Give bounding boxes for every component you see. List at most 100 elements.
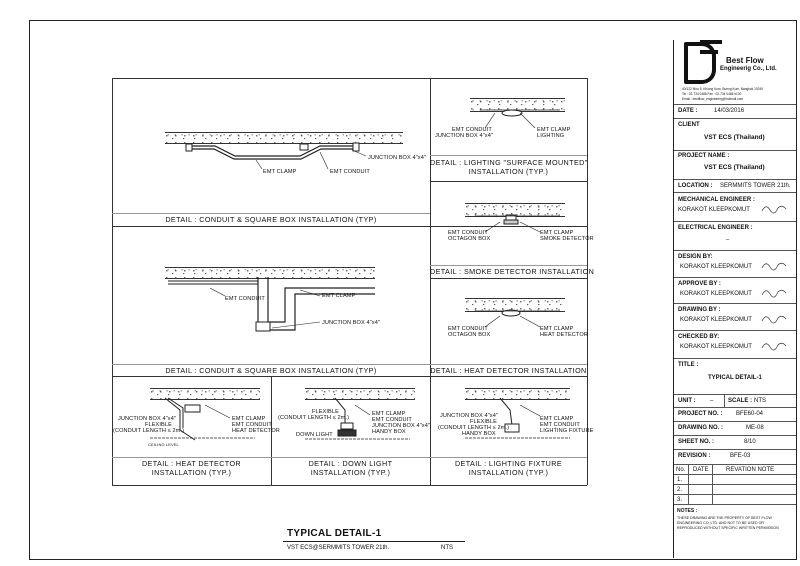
electrical-engineer-label: ELECTRICAL ENGINEER : bbox=[678, 225, 753, 231]
sheet-no-value: 8/10 bbox=[744, 439, 756, 445]
company-tel: Tel : 02-734 0486 Fax : 02-734 0486 #100 bbox=[682, 92, 742, 96]
tb-divider bbox=[674, 358, 796, 359]
signature-icon bbox=[761, 315, 787, 324]
approve-by-value: KORAKOT KLEEPKOMUT bbox=[680, 291, 752, 297]
company-name-line2: Engineerig Co., Ltd. bbox=[720, 66, 777, 72]
rev-table-row: 1. bbox=[677, 477, 683, 483]
caption-detail-8-line1: DETAIL : LIGHTING FIXTURE bbox=[454, 459, 563, 468]
label-flexible: FLEXIBLE bbox=[470, 419, 497, 425]
mechanical-engineer-value: KORAKOT KLEEPKOMUT bbox=[678, 207, 750, 213]
signature-icon bbox=[761, 205, 787, 214]
signature-icon bbox=[761, 342, 787, 351]
revision-value: BFE-03 bbox=[730, 453, 751, 459]
caption-detail-4: DETAIL : SMOKE DETECTOR INSTALLATION bbox=[430, 267, 595, 276]
caption-detail-2: DETAIL : CONDUIT & SQUARE BOX INSTALLATI… bbox=[165, 366, 377, 375]
frame-line bbox=[112, 78, 587, 79]
frame-line bbox=[112, 78, 113, 485]
electrical-engineer-value: – bbox=[726, 237, 730, 243]
rev-table-header-no: No. bbox=[676, 467, 686, 473]
caption-rule bbox=[430, 155, 587, 156]
design-by-label: DESIGN BY: bbox=[678, 254, 713, 260]
frame-line bbox=[271, 376, 272, 485]
caption-detail-3-line1: DETAIL : LIGHTING "SURFACE MOUNTED" bbox=[430, 158, 588, 167]
title-value: TYPICAL DETAIL-1 bbox=[708, 375, 762, 381]
rev-table-row: 2. bbox=[677, 487, 683, 493]
caption-rule bbox=[430, 265, 587, 266]
footer-subtitle: VST ECS@SERMMITS TOWER 21th. bbox=[287, 545, 390, 551]
project-value: VST ECS (Thailand) bbox=[704, 164, 765, 171]
design-by-value: KORAKOT KLEEPKOMUT bbox=[680, 264, 752, 270]
label-junction-box: JUNCTION BOX 4"x4" bbox=[118, 416, 176, 422]
label-flexible-length: (CONDUIT LENGTH ≤ 2m.) bbox=[113, 428, 185, 434]
frame-line bbox=[112, 226, 587, 227]
frame-line bbox=[112, 485, 587, 486]
label-emt-conduit: EMT CONDUIT bbox=[232, 422, 272, 428]
label-emt-clamp: EMT CLAMP bbox=[232, 416, 266, 422]
label-junction-box: JUNCTION BOX 4"x4" bbox=[368, 155, 426, 161]
tb-divider bbox=[674, 474, 796, 475]
label-emt-clamp: EMT CLAMP bbox=[372, 411, 406, 417]
checked-by-value: KORAKOT KLEEPKOMUT bbox=[680, 344, 752, 350]
tb-divider bbox=[674, 192, 796, 193]
project-no-label: PROJECT NO. : bbox=[678, 411, 723, 417]
caption-rule bbox=[112, 213, 430, 214]
title-block: Best Flow Engineerig Co., Ltd. 40/122 Mo… bbox=[673, 40, 796, 558]
caption-detail-6-line2: INSTALLATION (TYP.) bbox=[151, 468, 232, 477]
label-smoke-detector: SMOKE DETECTOR bbox=[540, 236, 594, 242]
tb-divider bbox=[674, 330, 796, 331]
frame-line bbox=[430, 278, 587, 279]
label-emt-clamp: EMT CLAMP bbox=[263, 169, 297, 175]
caption-rule bbox=[112, 457, 587, 458]
footer-title: TYPICAL DETAIL-1 bbox=[287, 528, 382, 539]
client-label: CLIENT bbox=[678, 122, 700, 128]
label-octagon-box: OCTAGON BOX bbox=[448, 332, 491, 338]
label-lighting-fixture: LIGHTING FIXTURE bbox=[540, 428, 594, 434]
label-octagon-box: OCTAGON BOX bbox=[448, 236, 491, 242]
label-emt-conduit: EMT CONDUIT bbox=[448, 230, 488, 236]
location-value: SERMMITS TOWER 21th. bbox=[720, 183, 791, 189]
label-flexible: FLEXIBLE bbox=[312, 409, 339, 415]
project-no-value: BFE60-04 bbox=[736, 411, 764, 417]
label-flexible-length: (CONDUIT LENGTH ≤ 2m.) bbox=[438, 425, 510, 431]
drawing-sheet-border bbox=[29, 20, 797, 560]
tb-divider bbox=[674, 179, 796, 180]
date-value: 14/03/2016 bbox=[714, 108, 745, 114]
rev-table-col bbox=[712, 464, 713, 504]
sheet-no-label: SHEET NO. : bbox=[678, 439, 715, 445]
tb-divider bbox=[674, 504, 796, 505]
client-value: VST ECS (Thailand) bbox=[704, 134, 765, 141]
scale-label: SCALE : bbox=[728, 398, 752, 404]
label-handy-box: HANDY BOX bbox=[372, 429, 406, 435]
drawing-by-label: DRAWING BY : bbox=[678, 307, 721, 313]
checked-by-label: CHECKED BY: bbox=[678, 334, 720, 340]
concrete-slab bbox=[165, 132, 403, 144]
tb-divider bbox=[674, 104, 796, 105]
logo-f-bar bbox=[700, 50, 718, 54]
logo-b-shape bbox=[684, 42, 716, 84]
tb-divider bbox=[674, 421, 796, 422]
title-label: TITLE : bbox=[678, 362, 699, 368]
mechanical-engineer-label: MECHANICAL ENGINEER : bbox=[678, 197, 755, 203]
tb-divider bbox=[674, 277, 796, 278]
rev-table-row: 3. bbox=[677, 497, 683, 503]
tb-divider bbox=[674, 435, 796, 436]
concrete-slab bbox=[150, 388, 260, 400]
drawing-no-label: DRAWING NO. : bbox=[678, 425, 723, 431]
caption-detail-8-line2: INSTALLATION (TYP.) bbox=[468, 468, 549, 477]
scale-value: NTS bbox=[754, 398, 766, 404]
caption-detail-5: DETAIL : HEAT DETECTOR INSTALLATION bbox=[430, 366, 587, 375]
label-emt-clamp: EMT CLAMP bbox=[540, 230, 574, 236]
drawing-no-value: ME-08 bbox=[746, 425, 764, 431]
caption-detail-1: DETAIL : CONDUIT & SQUARE BOX INSTALLATI… bbox=[165, 215, 377, 224]
signature-icon bbox=[761, 262, 787, 271]
approve-by-label: APPROVE BY : bbox=[678, 281, 721, 287]
project-label: PROJECT NAME : bbox=[678, 153, 730, 159]
label-junction-box: JUNCTION BOX 4"x4" bbox=[322, 320, 380, 326]
tb-divider bbox=[674, 494, 796, 495]
label-emt-conduit: EMT CONDUIT bbox=[540, 422, 580, 428]
footer-underline bbox=[283, 541, 465, 542]
caption-detail-6-line1: DETAIL : HEAT DETECTOR bbox=[141, 459, 242, 468]
label-emt-clamp: EMT CLAMP bbox=[537, 127, 571, 133]
